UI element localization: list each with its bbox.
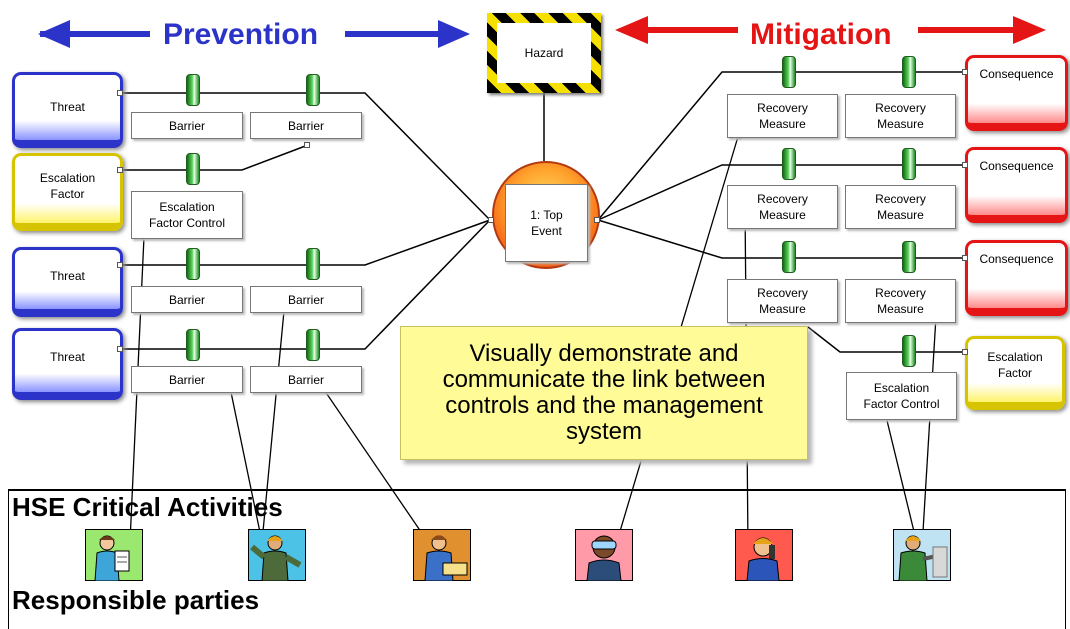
hazard-label: Hazard [497, 23, 591, 83]
top-event-left-port [488, 217, 494, 223]
barrier-tab-2 [306, 74, 320, 106]
barrier-tab-1 [186, 74, 200, 106]
threat-box-2[interactable]: Threat [12, 247, 123, 317]
recovery-tab-4 [902, 148, 916, 180]
recovery-measure-6[interactable]: Recovery Measure [845, 279, 956, 323]
consequence-box-1[interactable]: Consequence [965, 55, 1068, 131]
callout-note: Visually demonstrate and communicate the… [400, 326, 808, 460]
threat-pathways [121, 92, 491, 350]
responsible-parties-label: Responsible parties [12, 585, 260, 615]
recovery-measure-2[interactable]: Recovery Measure [845, 94, 956, 138]
consequence-port-1 [962, 69, 968, 75]
recovery-tab-1 [782, 56, 796, 88]
barrier-1[interactable]: Barrier [131, 112, 243, 139]
consequence-port-3 [962, 255, 968, 261]
mitigation-arrow [615, 16, 1046, 44]
recovery-measure-1[interactable]: Recovery Measure [727, 94, 838, 138]
consequence-box-3[interactable]: Consequence [965, 240, 1068, 316]
top-event-box[interactable]: 1: Top Event [505, 184, 588, 262]
recovery-tab-3 [782, 148, 796, 180]
prevention-title: Prevention [163, 18, 319, 51]
worker-pointing-icon[interactable] [248, 529, 306, 581]
worker-with-goggles-icon[interactable] [575, 529, 633, 581]
recovery-measure-3[interactable]: Recovery Measure [727, 185, 838, 229]
barrier-tab-3 [186, 248, 200, 280]
top-event-right-port [594, 217, 600, 223]
worker-drilling-icon[interactable] [893, 529, 951, 581]
escalation-port-left [117, 167, 123, 173]
worker-at-desk-icon[interactable] [413, 529, 471, 581]
recovery-tab-6 [902, 241, 916, 273]
escalation-factor-control-left[interactable]: Escalation Factor Control [131, 191, 243, 239]
threat-box-1[interactable]: Threat [12, 72, 123, 148]
escalation-factor-box-left[interactable]: Escalation Factor [12, 153, 123, 231]
barrier-2[interactable]: Barrier [250, 112, 362, 139]
escalation-factor-box-right[interactable]: Escalation Factor [965, 336, 1065, 410]
hse-panel [8, 489, 1066, 629]
threat-box-3[interactable]: Threat [12, 328, 123, 400]
escalation-control-tab-left [186, 153, 200, 185]
person-with-clipboard-icon[interactable] [85, 529, 143, 581]
consequence-port-2 [962, 162, 968, 168]
barrier-5[interactable]: Barrier [131, 366, 243, 393]
threat-port-2 [117, 262, 123, 268]
barrier-tab-5 [186, 329, 200, 361]
recovery-measure-5[interactable]: Recovery Measure [727, 279, 838, 323]
consequence-box-2[interactable]: Consequence [965, 147, 1068, 223]
escalation-port-right [962, 349, 968, 355]
barrier-4[interactable]: Barrier [250, 286, 362, 313]
barrier-6[interactable]: Barrier [250, 366, 362, 393]
threat-port-1 [117, 90, 123, 96]
hse-critical-activities-label: HSE Critical Activities [12, 492, 283, 522]
recovery-tab-5 [782, 241, 796, 273]
prevention-arrow [38, 20, 470, 48]
escalation-link-port [304, 142, 310, 148]
hazard-box[interactable]: Hazard [487, 13, 601, 93]
recovery-tab-2 [902, 56, 916, 88]
mitigation-title: Mitigation [750, 18, 892, 51]
escalation-control-tab-right [902, 335, 916, 367]
consequence-pathways [597, 71, 965, 353]
recovery-measure-4[interactable]: Recovery Measure [845, 185, 956, 229]
barrier-3[interactable]: Barrier [131, 286, 243, 313]
worker-on-phone-icon[interactable] [735, 529, 793, 581]
barrier-tab-6 [306, 329, 320, 361]
escalation-factor-control-right[interactable]: Escalation Factor Control [846, 372, 957, 420]
threat-port-3 [117, 346, 123, 352]
barrier-tab-4 [306, 248, 320, 280]
